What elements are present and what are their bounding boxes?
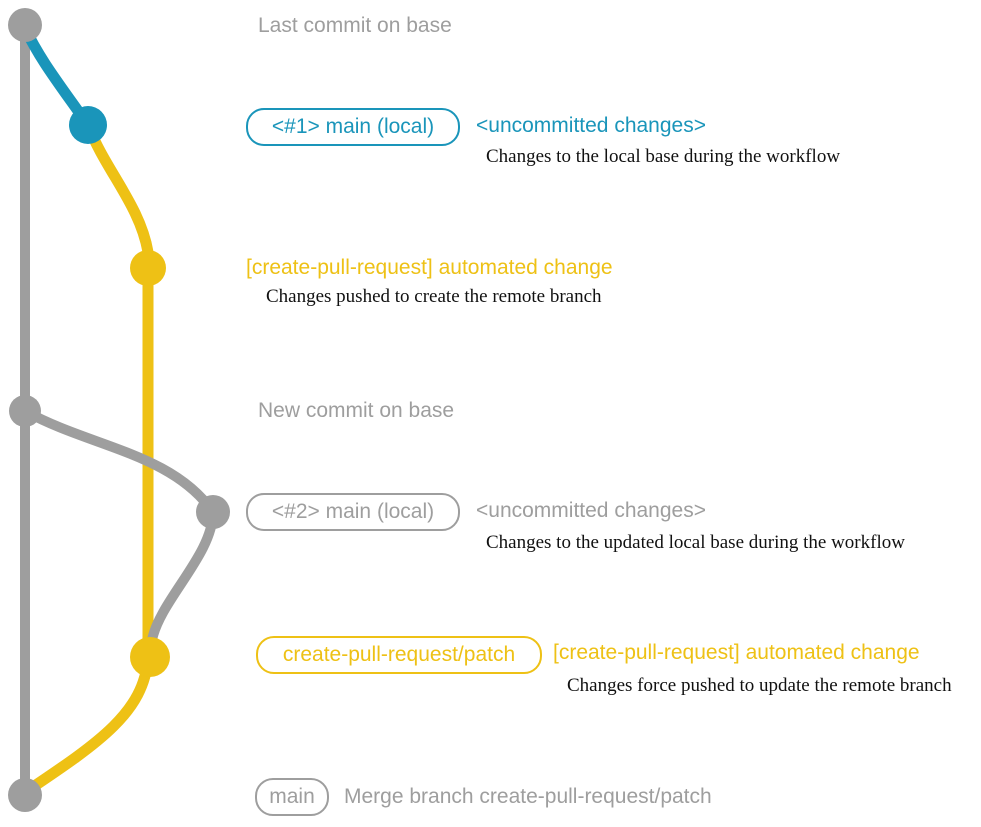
- branch-box-main-local-2: <#2> main (local): [246, 493, 460, 531]
- edge-force-push-to-patch: [147, 507, 218, 645]
- commit-dot-new-base: [9, 395, 41, 427]
- edge-main-local-branch-2: [20, 406, 218, 517]
- note-local-base-changes: Changes to the local base during the wor…: [486, 146, 841, 167]
- commit-dot-automated-2: [130, 637, 170, 677]
- label-new-commit-on-base: New commit on base: [258, 399, 455, 422]
- branch-box-main-local-2-label: <#2> main (local): [271, 500, 435, 523]
- branch-box-main: main: [255, 778, 329, 816]
- commit-message-merge: Merge branch create-pull-request/patch: [344, 785, 712, 808]
- note-updated-local-base-changes: Changes to the updated local base during…: [486, 532, 905, 553]
- label-last-commit-on-base: Last commit on base: [258, 14, 452, 37]
- branch-box-main-label: main: [269, 785, 315, 808]
- status-uncommitted-changes-1: <uncommitted changes>: [476, 114, 706, 137]
- commit-dot-main-local-1: [69, 106, 107, 144]
- branch-box-create-pull-request-patch: create-pull-request/patch: [256, 636, 542, 674]
- commit-dot-merge: [8, 778, 42, 812]
- status-uncommitted-changes-2: <uncommitted changes>: [476, 499, 706, 522]
- note-pushed-to-create: Changes pushed to create the remote bran…: [266, 286, 602, 307]
- note-force-pushed-update: Changes force pushed to update the remot…: [567, 675, 952, 696]
- commit-message-automated-2: [create-pull-request] automated change: [553, 641, 920, 664]
- commit-dot-main-local-2: [196, 495, 230, 529]
- branch-box-main-local-1: <#1> main (local): [246, 108, 460, 146]
- branch-box-create-pull-request-patch-label: create-pull-request/patch: [282, 643, 516, 666]
- commit-dot-last-base: [8, 8, 42, 42]
- branch-box-main-local-1-label: <#1> main (local): [271, 115, 435, 138]
- commit-graph: [8, 8, 230, 812]
- commit-message-automated-1: [create-pull-request] automated change: [246, 256, 613, 279]
- commit-dot-automated-1: [130, 250, 166, 286]
